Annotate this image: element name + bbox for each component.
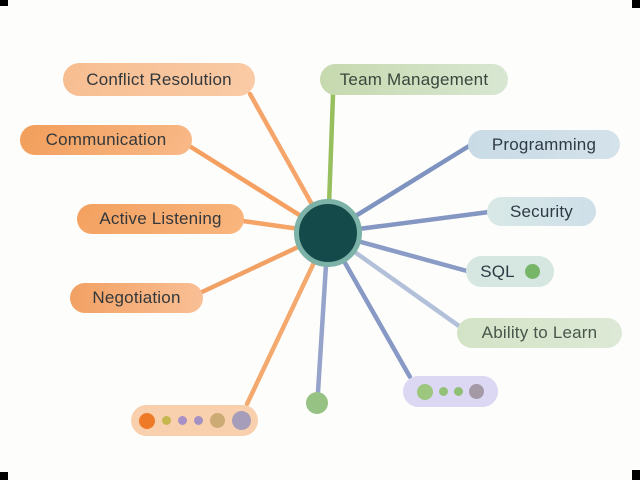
conflict-resolution-label: Conflict Resolution (86, 69, 232, 89)
programming[interactable]: Programming (468, 130, 620, 159)
purple-dots-node-dot-3-icon (469, 384, 484, 399)
sql-label: SQL (480, 261, 515, 281)
orange-dots-node-dot-2-icon (177, 416, 187, 425)
orange-dots-node-dot-1-icon (161, 416, 171, 425)
communication-label: Communication (45, 130, 167, 149)
orange-dots-node-dot-0-icon (138, 412, 155, 429)
ability-to-learn[interactable]: Ability to Learn (457, 318, 622, 348)
negotiation[interactable]: Negotiation (70, 283, 203, 313)
purple-dots-node-dot-1-icon (439, 387, 448, 396)
orange-dots-node[interactable] (131, 405, 258, 436)
orange-dots-node-dot-5-icon (231, 411, 251, 430)
programming-label: Programming (491, 134, 597, 154)
corner-mark-top-right (632, 0, 640, 8)
corner-mark-bottom-right (632, 470, 640, 480)
orange-dots-node-dots (131, 411, 258, 430)
purple-dots-node-dot-2-icon (454, 387, 463, 396)
green-dot-node[interactable] (306, 392, 328, 414)
corner-mark-top-left (0, 0, 8, 6)
purple-dots-node-dots (403, 383, 498, 400)
orange-dots-node-dot-4-icon (209, 413, 225, 428)
security-label: Security (509, 201, 573, 221)
purple-dots-node[interactable] (403, 376, 498, 407)
orange-dots-node-dot-3-icon (193, 416, 203, 425)
team-management[interactable]: Team Management (320, 64, 508, 95)
active-listening-label: Active Listening (99, 209, 222, 228)
central-node[interactable] (294, 199, 362, 267)
sql-status-dot-icon (524, 264, 540, 279)
corner-mark-bottom-left (0, 472, 8, 480)
sql[interactable]: SQL (466, 256, 554, 287)
negotiation-label: Negotiation (92, 288, 181, 307)
ability-to-learn-label: Ability to Learn (481, 323, 598, 342)
security[interactable]: Security (487, 197, 596, 226)
active-listening[interactable]: Active Listening (77, 204, 244, 234)
purple-dots-node-dot-0-icon (417, 383, 433, 400)
team-management-label: Team Management (339, 69, 489, 89)
communication[interactable]: Communication (20, 125, 192, 155)
conflict-resolution[interactable]: Conflict Resolution (63, 63, 255, 96)
